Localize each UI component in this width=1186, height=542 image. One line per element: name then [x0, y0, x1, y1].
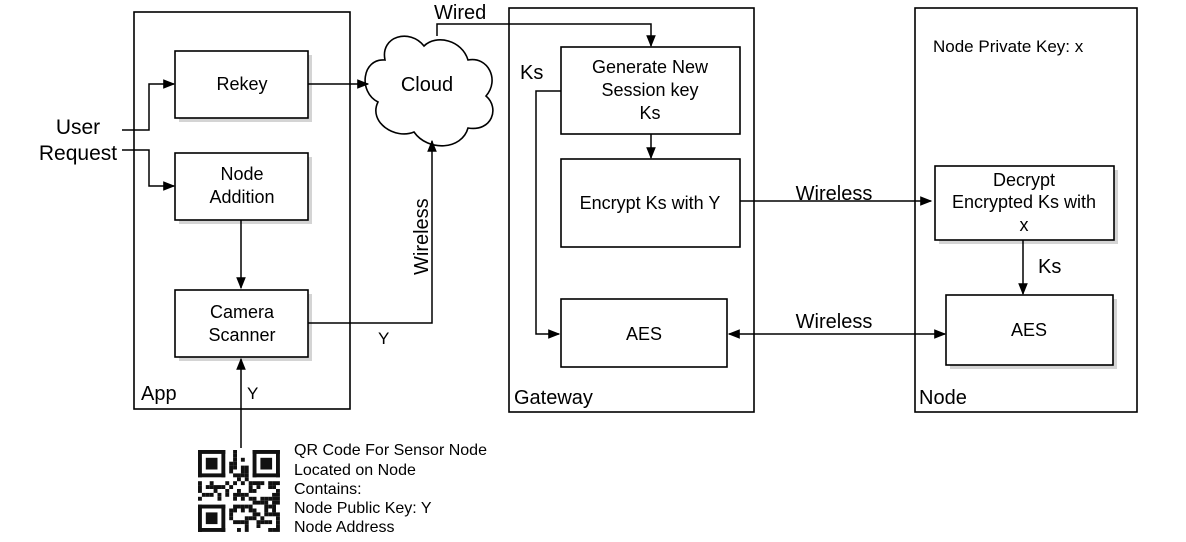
user-request-line2: Request	[39, 142, 117, 165]
decrypt-box	[934, 165, 1115, 241]
ks-node-label: Ks	[1038, 256, 1061, 278]
qr-caption-line2: Located on Node	[294, 462, 416, 479]
generate-line3: Ks	[639, 103, 660, 123]
qr-caption-line1: QR Code For Sensor Node	[294, 442, 487, 459]
encrypt-label: Encrypt Ks with Y	[580, 193, 721, 213]
wireless-vertical-label: Wireless	[411, 198, 433, 275]
encrypt-box	[560, 158, 741, 248]
y-scanner-label: Y	[378, 329, 389, 348]
node-addition-line2: Addition	[209, 187, 274, 207]
cloud-label: Cloud	[401, 74, 453, 96]
y-qr-label: Y	[247, 384, 258, 403]
camera-scanner-line2: Scanner	[208, 325, 275, 345]
app-label: App	[141, 383, 177, 405]
cloud-to-generate-arrow	[436, 23, 656, 48]
gateway-aes-label: AES	[626, 324, 662, 344]
node-private-key: Node Private Key: x	[933, 37, 1084, 56]
user-request-line1: User	[56, 116, 100, 139]
user-to-rekey-arrow	[122, 79, 176, 131]
gateway-aes-box	[560, 298, 728, 368]
qr-caption-line5: Node Address	[294, 519, 395, 536]
gateway-label: Gateway	[514, 387, 593, 409]
generate-line2: Session key	[601, 80, 698, 100]
node-label: Node	[919, 387, 967, 409]
node-addition-line1: Node	[220, 164, 263, 184]
wireless-encrypt-label: Wireless	[796, 183, 873, 205]
decrypt-line2: Encrypted Ks with	[952, 192, 1096, 212]
rekey-label: Rekey	[216, 74, 267, 94]
qr-code-icon	[198, 450, 280, 532]
node-aes-label: AES	[1011, 320, 1047, 340]
camera-scanner-line1: Camera	[210, 302, 275, 322]
cloud-icon	[364, 35, 494, 147]
qr-caption-line4: Node Public Key: Y	[294, 500, 432, 517]
node-addition-box	[174, 152, 309, 221]
node-aes-box	[945, 294, 1114, 366]
generate-session-key-box	[560, 46, 741, 135]
scanner-to-cloud-arrow	[308, 139, 437, 324]
ks-gateway-label: Ks	[520, 62, 543, 84]
user-to-node-addition-arrow	[122, 149, 176, 191]
wireless-aes-label: Wireless	[796, 311, 873, 333]
camera-scanner-box	[174, 289, 309, 358]
generate-line1: Generate New	[592, 57, 709, 77]
qr-caption-line3: Contains:	[294, 481, 362, 498]
wired-label: Wired	[434, 2, 486, 24]
generate-to-gateway-aes-arrow	[535, 90, 561, 339]
decrypt-line1: Decrypt	[993, 170, 1055, 190]
decrypt-line3: x	[1020, 215, 1029, 235]
